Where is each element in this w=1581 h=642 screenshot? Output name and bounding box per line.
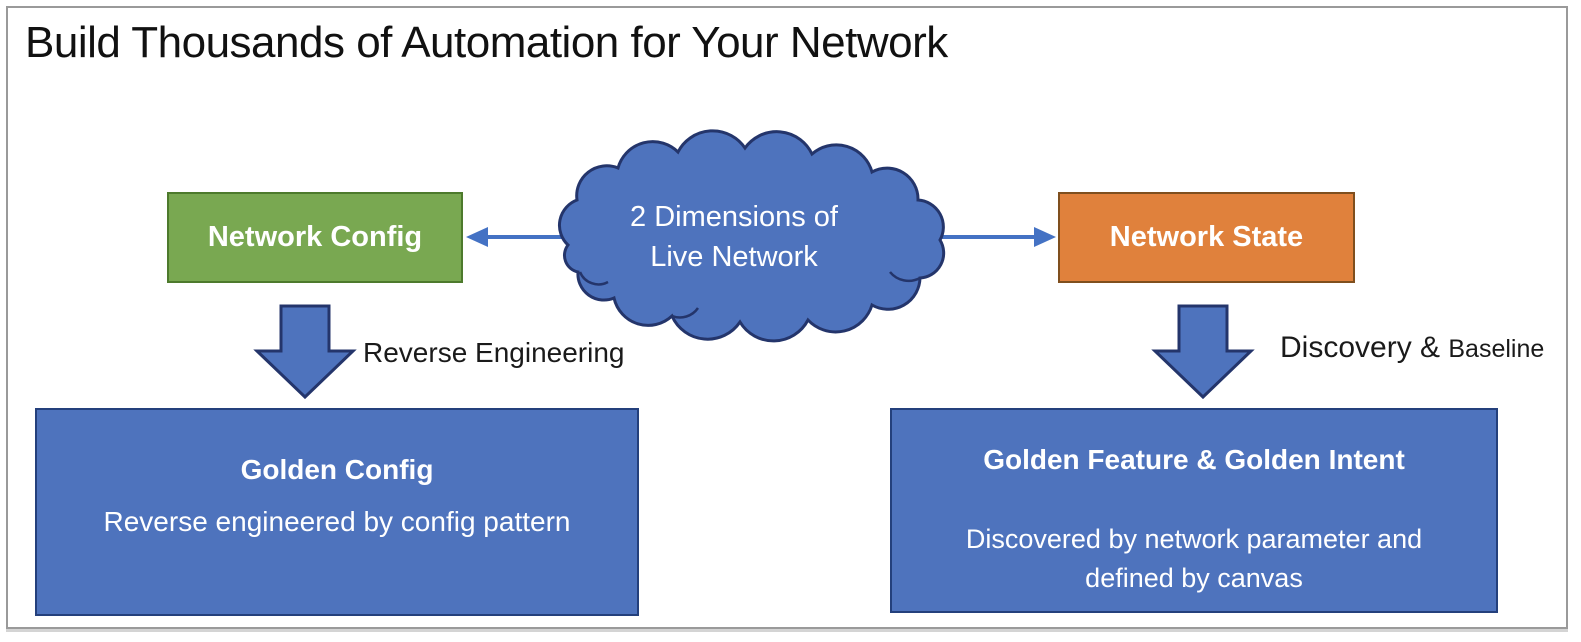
discovery-label-main: Discovery & [1280,331,1449,364]
golden-feature-title: Golden Feature & Golden Intent [983,444,1405,475]
network-state-box: Network State [1058,192,1355,283]
cloud-crease-right-icon [889,271,921,283]
cloud-label-line1: 2 Dimensions of [630,201,838,233]
golden-feature-body: Discovered by network parameter and defi… [965,524,1423,594]
network-config-box: Network Config [167,192,463,283]
discovery-baseline-label: Discovery & Baseline [1280,331,1544,365]
cloud-crease-left-icon [578,271,609,286]
golden-feature-box: Golden Feature & Golden Intent Discovere… [890,408,1498,613]
network-config-label: Network Config [207,221,423,253]
network-state-label: Network State [1109,221,1304,253]
golden-config-title: Golden Config [240,454,434,485]
down-arrow-left-icon [253,304,357,400]
golden-config-body: Reverse engineered by config pattern [103,506,571,537]
cloud-label: 2 Dimensions of Live Network [588,197,880,277]
page-title: Build Thousands of Automation for Your N… [25,18,948,67]
connector-right-arrowhead-icon [1034,227,1056,247]
discovery-label-baseline: Baseline [1448,335,1545,363]
cloud-shape [557,129,946,343]
reverse-engineering-label: Reverse Engineering [363,337,625,368]
cloud-crease-bottom-icon [671,307,700,319]
golden-config-box: Golden Config Reverse engineered by conf… [35,408,639,616]
down-arrow-right-icon [1151,304,1255,400]
connector-left-arrowhead-icon [466,227,488,247]
cloud-label-line2: Live Network [650,241,818,274]
